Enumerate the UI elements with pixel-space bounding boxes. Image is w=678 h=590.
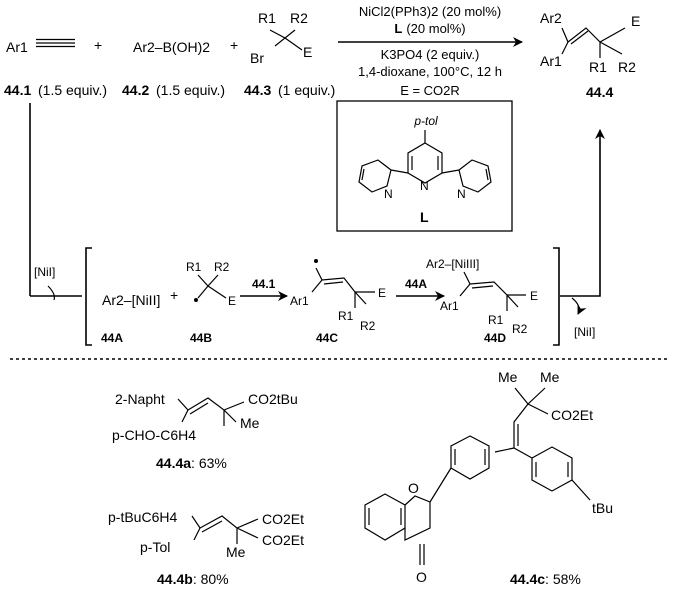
b-ester2: CO2Et	[262, 532, 304, 548]
c-me1: Me	[498, 369, 518, 385]
plus-2: +	[230, 37, 238, 53]
radical-r1: R1	[186, 260, 202, 274]
bracket-right	[553, 247, 560, 346]
label-44-3: 44.3	[244, 82, 271, 98]
plus-1: +	[94, 37, 102, 53]
plus-mech: +	[170, 287, 178, 303]
c-o-keto: O	[416, 569, 427, 585]
d-ni: Ar2–[NiIII]	[426, 257, 479, 271]
d-e: E	[530, 289, 538, 303]
bracket-left	[85, 247, 92, 346]
arrow-label-44-1: 44.1	[252, 277, 276, 291]
alkyne-ar1: Ar1	[6, 39, 28, 55]
b-yield-line: 44.4b: 80%	[157, 571, 229, 587]
a-yield-line: 44.4a: 63%	[156, 455, 227, 471]
c-me2: Me	[540, 369, 560, 385]
reagent-alkyne: Ar1	[6, 38, 75, 55]
cond-catalyst: NiCl2(PPh3)2 (20 mol%)	[359, 4, 501, 19]
product-44-4: Ar2 Ar1 E R1 R2 44.4	[540, 10, 640, 100]
b-me: Me	[226, 544, 246, 560]
vinyl-ar1: Ar1	[290, 294, 309, 308]
c-tbu: tBu	[592, 500, 613, 516]
b-tol: p-Tol	[140, 539, 170, 555]
boronic-acid: Ar2–B(OH)2	[133, 39, 210, 55]
cond-solvent: 1,4-dioxane, 100°C, 12 h	[358, 64, 502, 79]
product-ar2: Ar2	[540, 10, 562, 26]
ligand-n-center: N	[420, 179, 429, 193]
label-44-4: 44.4	[586, 84, 613, 100]
arrow-label-44A: 44A	[405, 277, 427, 291]
example-44-4a: 2-Napht CO2tBu Me p-CHO-C6H4 44.4a: 63%	[112, 391, 298, 471]
label-44A: 44A	[101, 331, 123, 345]
d-r1: R1	[488, 313, 504, 327]
reagent-bromide: R1 R2 Br E	[250, 10, 312, 66]
label-44B: 44B	[190, 331, 212, 345]
product-r2: R2	[618, 59, 636, 75]
equiv-44-1: (1.5 equiv.)	[38, 82, 107, 98]
radical-r2: R2	[214, 260, 230, 274]
cond-base: K3PO4 (2 equiv.)	[381, 47, 480, 62]
label-44-2: 44.2	[122, 82, 149, 98]
product-r1: R1	[589, 59, 607, 75]
b-aryl: p-tBuC6H4	[108, 509, 177, 525]
c-yield-line: 44.4c: 58%	[510, 571, 581, 587]
species-44A: Ar2–[NiII]	[102, 292, 160, 308]
ni-i-left: [NiI]	[34, 265, 55, 279]
radical-44B: R1 R2 E	[186, 260, 236, 308]
ligand-n-right: N	[457, 187, 466, 201]
vinyl-r2: R2	[360, 319, 376, 333]
product-e: E	[631, 13, 640, 29]
label-44C: 44C	[316, 331, 338, 345]
bromide-br: Br	[250, 50, 264, 66]
example-44-4b: p-tBuC6H4 CO2Et CO2Et Me p-Tol 44.4b: 80…	[108, 509, 304, 587]
vinyl-radical-44C: Ar1 E R1 R2	[290, 259, 386, 333]
label-44-1: 44.1	[4, 82, 31, 98]
a-ester: CO2tBu	[248, 391, 298, 407]
d-ar1: Ar1	[440, 299, 459, 313]
cond-ligand: L(20 mol%)	[394, 21, 465, 36]
bromide-e: E	[303, 44, 312, 60]
arrow-to-product	[560, 129, 605, 297]
equiv-44-3: (1 equiv.)	[278, 82, 335, 98]
bromide-r2: R2	[290, 10, 308, 26]
vinyl-e: E	[378, 286, 386, 300]
a-aryl: p-CHO-C6H4	[112, 427, 196, 443]
cond-e-definition: E = CO2R	[400, 83, 460, 98]
bromide-r1: R1	[258, 10, 276, 26]
ligand-name: L	[420, 209, 429, 225]
ni-iii-44D: Ar2–[NiIII] Ar1 E R1 R2	[426, 257, 538, 336]
equiv-44-2: (1.5 equiv.)	[156, 82, 225, 98]
c-o-ring: O	[408, 480, 419, 496]
a-me: Me	[240, 415, 260, 431]
b-ester1: CO2Et	[262, 511, 304, 527]
a-ar: 2-Napht	[115, 391, 165, 407]
ni-i-right: [NiI]	[574, 325, 595, 339]
ligand-box: p-tol N N N L	[336, 100, 513, 232]
vinyl-r1: R1	[338, 309, 354, 323]
ligand-n-left: N	[384, 187, 393, 201]
example-44-4c: Me Me CO2Et tBu O O 44.4c: 58%	[364, 369, 613, 587]
radical-e: E	[228, 294, 236, 308]
ligand-p-tol: p-tol	[413, 114, 438, 128]
label-44D: 44D	[484, 331, 506, 345]
c-ester: CO2Et	[551, 407, 593, 423]
d-r2: R2	[512, 322, 528, 336]
product-ar1: Ar1	[540, 53, 562, 69]
